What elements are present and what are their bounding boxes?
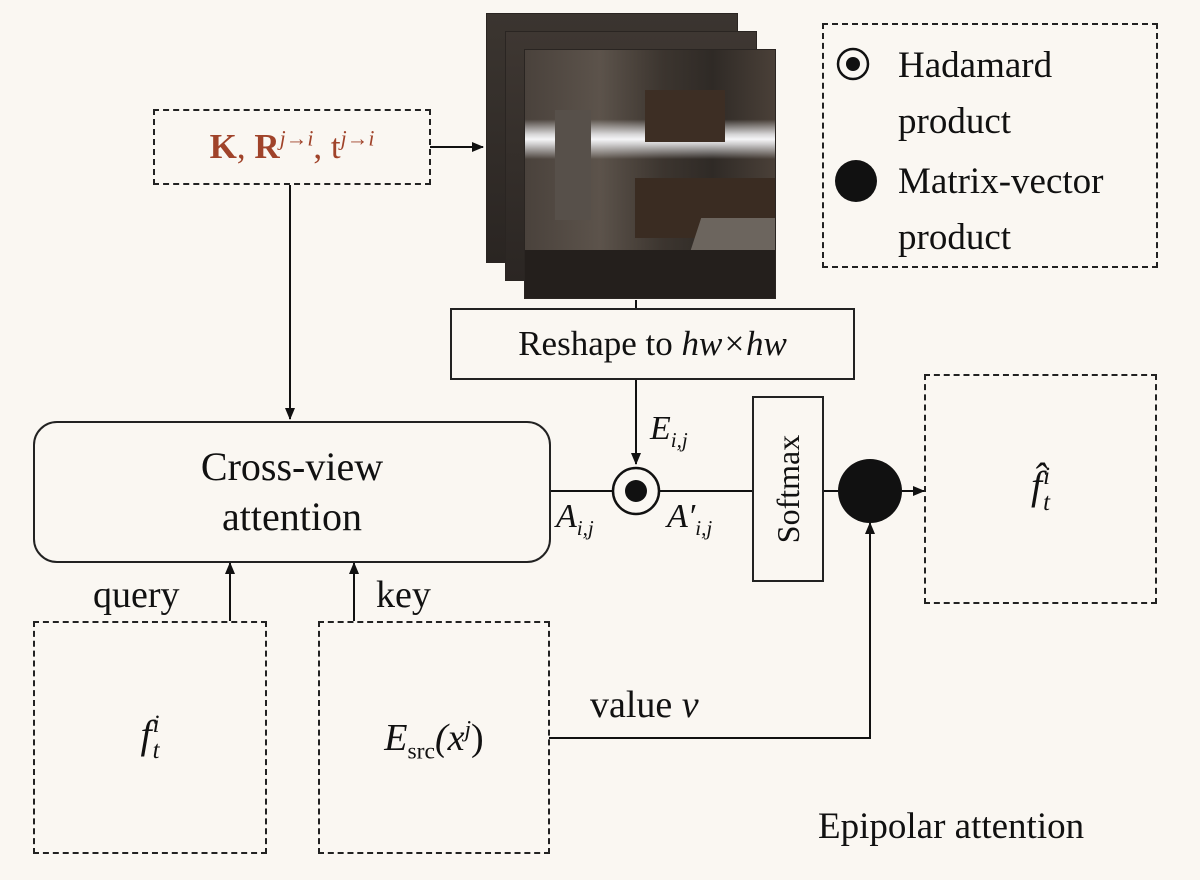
matvec-operator-icon (838, 459, 902, 523)
epipolar-matrix-label: Ei,j (650, 410, 688, 451)
source-encoder-arg: (x (434, 716, 465, 759)
camera-params-text: K, Rj→i, tj→i (209, 126, 375, 166)
legend-hadamard-icon (836, 47, 870, 81)
output-feature-sup: i (1043, 462, 1050, 490)
cabinet-shape (645, 90, 725, 142)
legend-matvec-line1: Matrix-vector (898, 161, 1104, 202)
source-encoder-sub: src (407, 738, 435, 765)
source-encoder-arg-sup: j (464, 715, 472, 742)
masked-attention-label: A′i,j (667, 498, 712, 539)
camera-t-superscript: j→i (340, 126, 375, 151)
legend-hadamard-line2: product (898, 101, 1012, 142)
arrow-value-path (549, 522, 875, 739)
softmax-label: Softmax (770, 434, 806, 544)
reshape-text: Reshape to hw×hw (518, 324, 787, 364)
legend-hadamard-line1: Hadamard (898, 45, 1053, 86)
source-encoder-box: Esrc(xj) (318, 621, 550, 854)
hadamard-operator-icon (611, 466, 661, 516)
target-feature-sub: t (152, 737, 160, 765)
epipolar-attention-caption: Epipolar attention (818, 806, 1085, 847)
value-label: value v (590, 686, 699, 724)
value-label-text: value (590, 684, 682, 726)
target-feature-base: f (140, 711, 152, 757)
camera-r-superscript: j→i (279, 126, 314, 151)
target-feature-sup: i (152, 711, 160, 739)
reshape-label: Reshape to (518, 324, 682, 363)
masked-attention-sub: i,j (695, 515, 713, 540)
camera-r: R (254, 127, 280, 166)
source-encoder-close: ) (471, 716, 484, 759)
reshape-dimensions: hw×hw (681, 324, 787, 363)
floor-shape (525, 250, 775, 298)
camera-t: t (330, 127, 341, 166)
legend-matvec-icon (835, 160, 877, 202)
epipolar-matrix-base: E (650, 410, 671, 447)
cross-view-label-line2: attention (222, 494, 362, 539)
doorway-shape (555, 110, 591, 220)
masked-attention-base: A′ (667, 498, 696, 535)
query-label: query (93, 574, 180, 616)
attention-map-base: A (556, 498, 577, 535)
reshape-box: Reshape to hw×hw (450, 308, 855, 380)
output-feature-base: f̂ (1030, 463, 1043, 509)
key-label: key (376, 574, 431, 616)
cross-view-attention-box: Cross-view attention (33, 421, 551, 563)
source-encoder-base: E (384, 716, 408, 759)
legend-box: Hadamard product Matrix-vector product (822, 23, 1158, 268)
source-encoder-label: Esrc(xj) (384, 715, 484, 763)
output-feature-sub: t (1043, 488, 1050, 516)
softmax-box: Softmax (752, 396, 824, 582)
attention-map-label: Ai,j (556, 498, 594, 539)
camera-params-box: K, Rj→i, tj→i (153, 109, 431, 185)
cross-view-label-line1: Cross-view (200, 444, 384, 489)
legend-matvec-line2: product (898, 217, 1012, 258)
camera-k: K (209, 127, 237, 166)
attention-map-sub: i,j (576, 515, 594, 540)
epipolar-matrix-sub: i,j (670, 427, 688, 452)
image-layer-front (524, 49, 776, 299)
value-label-symbol: v (681, 684, 699, 726)
